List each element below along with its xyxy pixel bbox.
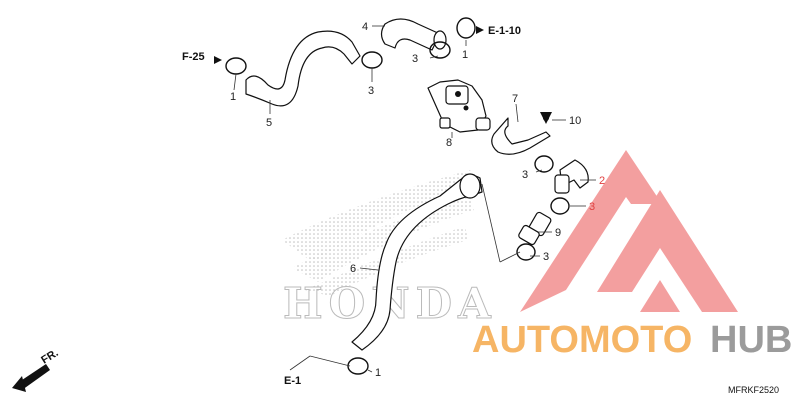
ref-f-25: F-25 [182, 51, 205, 63]
hose-4-end [433, 30, 447, 50]
fitting-9 [518, 211, 552, 246]
part-label-2: 2 [599, 175, 605, 187]
ref-e-1-10: E-1-10 [488, 25, 521, 37]
hose-4 [380, 18, 441, 51]
part-label-7: 7 [512, 93, 518, 105]
ref-e-1: E-1 [284, 375, 301, 387]
front-direction-label: FR. [39, 347, 60, 367]
part-label-3b: 3 [412, 53, 418, 65]
part-label-5: 5 [266, 117, 272, 129]
hose-6-end [459, 173, 481, 199]
part-label-1b: 1 [230, 91, 236, 103]
part-label-9: 9 [555, 227, 561, 239]
part-label-3a: 3 [368, 85, 374, 97]
watermark-brand-orange: AUTOMOTO [472, 319, 692, 361]
hose-7 [491, 117, 551, 155]
clamps [225, 17, 570, 375]
leader-lines [233, 25, 596, 373]
part-label-6: 6 [350, 263, 356, 275]
part-label-1a: 1 [462, 49, 468, 61]
part-label-1c: 1 [375, 367, 381, 379]
watermark-triangle-logo [520, 150, 738, 312]
part-label-3d: 3 [589, 201, 595, 213]
part-label-3e: 3 [543, 251, 549, 263]
elbow-hose-2-socket [554, 174, 570, 194]
air-injection-valve-8 [427, 79, 491, 133]
watermark-brand-gray: HUB [710, 319, 792, 361]
part-label-10: 10 [569, 115, 581, 127]
part-label-3c: 3 [522, 169, 528, 181]
hose-5 [245, 30, 361, 107]
diagram-code: MFRKF2520 [728, 385, 779, 395]
part-label-8: 8 [446, 137, 452, 149]
ref-arrows [12, 26, 484, 392]
part-label-4: 4 [362, 21, 368, 33]
bolt-10 [540, 112, 552, 124]
